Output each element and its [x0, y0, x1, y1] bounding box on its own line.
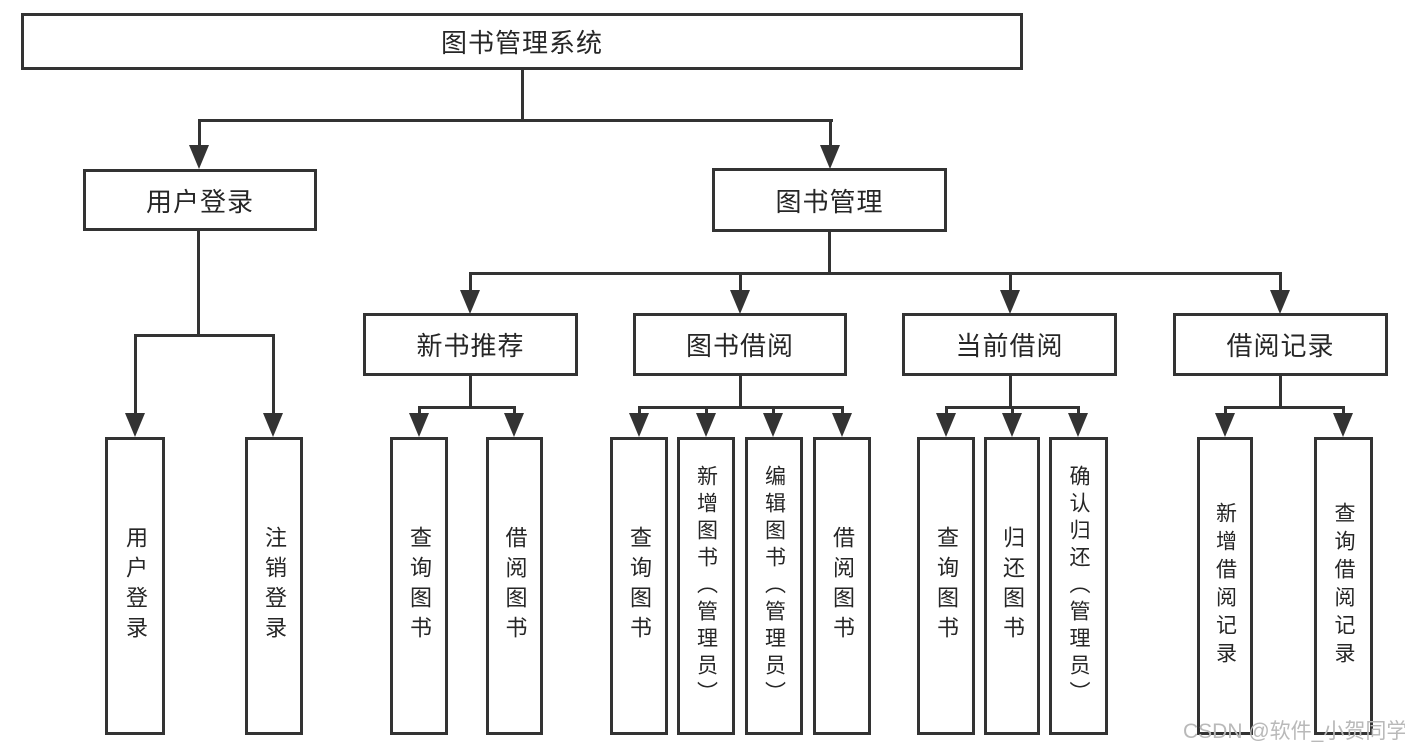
leaf-label: 新增图书（管理员）	[694, 464, 718, 708]
leaf-return-book: 归还图书	[984, 437, 1040, 735]
arrowhead	[409, 413, 429, 437]
connector-book-borrow-split	[638, 406, 844, 409]
leaf-query-borrow-record: 查询借阅记录	[1314, 437, 1373, 735]
connector-borrow-record-split	[1224, 406, 1345, 409]
arrowhead	[504, 413, 524, 437]
leaf-query-book-2: 查询图书	[610, 437, 668, 735]
leaf-query-book-1: 查询图书	[390, 437, 448, 735]
connector-book-mgmt-stem	[828, 230, 831, 275]
node-book-management: 图书管理	[712, 168, 947, 232]
node-label: 用户登录	[145, 186, 254, 217]
csdn-watermark: CSDN @软件_小贺同学	[1183, 720, 1405, 743]
connector-user-login-split	[134, 334, 275, 337]
connector-drop-book-mgmt	[829, 119, 832, 150]
leaf-label: 注销登录	[262, 526, 287, 646]
connector-drop-logout-leaf	[272, 334, 275, 418]
arrowhead-login-leaf	[125, 413, 145, 437]
leaf-label: 编辑图书（管理员）	[762, 464, 786, 708]
connector-drop	[1224, 406, 1227, 418]
arrowhead-logout-leaf	[263, 413, 283, 437]
arrowhead-current-borrow	[1000, 290, 1020, 314]
leaf-label: 用户登录	[123, 526, 148, 646]
connector-drop	[841, 406, 844, 418]
arrowhead	[832, 413, 852, 437]
leaf-borrow-book-2: 借阅图书	[813, 437, 871, 735]
arrowhead	[763, 413, 783, 437]
connector-drop-new-book	[469, 272, 472, 295]
node-label: 图书管理系统	[440, 28, 603, 58]
connector-drop-user-login	[198, 119, 201, 150]
arrowhead-new-book	[460, 290, 480, 314]
leaf-label: 确认归还（管理员）	[1067, 464, 1090, 708]
connector-user-login-stem	[197, 229, 200, 336]
connector-drop-login-leaf	[134, 334, 137, 418]
connector-drop	[638, 406, 641, 418]
connector-drop	[945, 406, 948, 418]
node-new-book-recommend: 新书推荐	[363, 313, 578, 376]
connector-drop	[418, 406, 421, 418]
connector-drop	[772, 406, 775, 418]
leaf-logout: 注销登录	[245, 437, 303, 735]
connector-drop	[1342, 406, 1345, 418]
leaf-label: 借阅图书	[502, 526, 528, 646]
connector-book-mgmt-split	[469, 272, 1282, 275]
connector-drop-current-borrow	[1009, 272, 1012, 295]
connector-root-stem	[521, 68, 524, 121]
arrowhead	[629, 413, 649, 437]
connector-drop	[1077, 406, 1080, 418]
node-borrowing-records: 借阅记录	[1173, 313, 1388, 376]
connector-drop	[1011, 406, 1014, 418]
connector-new-book-stem	[469, 374, 472, 408]
arrowhead-user-login	[189, 145, 209, 169]
node-label: 图书管理	[775, 186, 884, 217]
arrowhead	[1333, 413, 1353, 437]
node-label: 图书借阅	[685, 331, 794, 361]
arrowhead-borrow-record	[1270, 290, 1290, 314]
connector-drop	[705, 406, 708, 418]
node-book-borrowing: 图书借阅	[633, 313, 847, 376]
leaf-label: 查询借阅记录	[1332, 502, 1355, 670]
node-label: 当前借阅	[955, 331, 1064, 361]
leaf-edit-book-admin: 编辑图书（管理员）	[745, 437, 803, 735]
arrowhead	[1002, 413, 1022, 437]
arrowhead-book-borrow	[730, 290, 750, 314]
leaf-add-borrow-record: 新增借阅记录	[1197, 437, 1253, 735]
node-current-borrowing: 当前借阅	[902, 313, 1117, 376]
arrowhead	[696, 413, 716, 437]
connector-borrow-record-stem	[1279, 374, 1282, 408]
arrowhead-book-mgmt	[820, 145, 840, 169]
connector-current-borrow-stem	[1009, 374, 1012, 408]
leaf-label: 查询图书	[627, 526, 652, 646]
connector-drop-borrow-record	[1279, 272, 1282, 295]
connector-drop-book-borrow	[739, 272, 742, 295]
arrowhead	[1068, 413, 1088, 437]
leaf-label: 归还图书	[1000, 526, 1025, 646]
arrowhead	[1215, 413, 1235, 437]
leaf-add-book-admin: 新增图书（管理员）	[677, 437, 735, 735]
leaf-confirm-return-admin: 确认归还（管理员）	[1049, 437, 1108, 735]
leaf-borrow-book-1: 借阅图书	[486, 437, 543, 735]
connector-book-borrow-stem	[739, 374, 742, 408]
node-user-login: 用户登录	[83, 169, 317, 231]
node-label: 借阅记录	[1226, 331, 1335, 361]
leaf-user-login: 用户登录	[105, 437, 165, 735]
leaf-label: 查询图书	[934, 526, 959, 646]
connector-new-book-split	[418, 406, 516, 409]
arrowhead	[936, 413, 956, 437]
node-library-management-system: 图书管理系统	[21, 13, 1023, 70]
leaf-label: 新增借阅记录	[1213, 502, 1237, 670]
leaf-label: 查询图书	[407, 526, 432, 646]
leaf-label: 借阅图书	[830, 526, 855, 646]
node-label: 新书推荐	[416, 331, 525, 361]
leaf-query-book-3: 查询图书	[917, 437, 975, 735]
connector-drop	[513, 406, 516, 418]
connector-root-split	[198, 119, 833, 122]
